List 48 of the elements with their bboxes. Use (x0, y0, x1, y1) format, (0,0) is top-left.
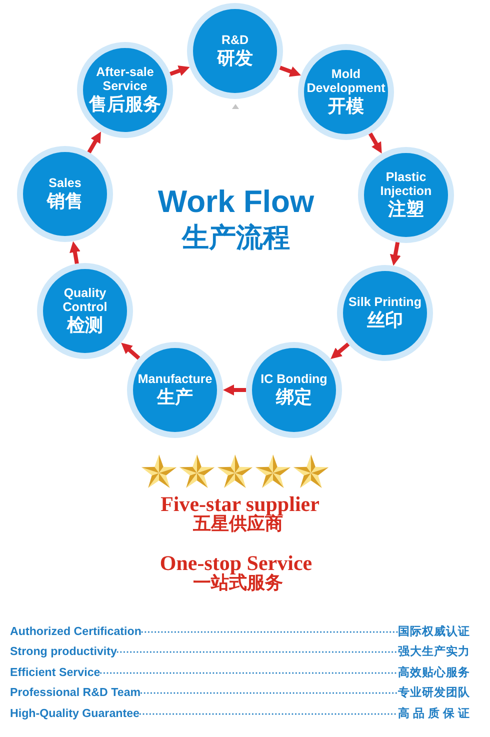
feature-name: Authorized Certification (10, 625, 142, 639)
arrow (279, 66, 302, 78)
feature-name-chinese: 高品质保证 (398, 707, 473, 721)
step-name: Sales (48, 176, 82, 190)
step-name-chinese: 注塑 (388, 198, 424, 220)
arrow (368, 132, 384, 154)
arrow (87, 130, 103, 154)
feature-name: Efficient Service (10, 666, 100, 680)
dotted-line (116, 651, 399, 653)
step-name-chinese: 生产 (157, 386, 193, 408)
slogan-chinese: 一站式服务 (193, 572, 283, 594)
step-name-chinese: 开模 (328, 95, 364, 117)
slogan: One-stop Service (160, 550, 312, 575)
arrow (223, 384, 246, 396)
arrow (120, 341, 140, 360)
step-name-chinese: 销售 (47, 190, 83, 212)
slogan-chinese: 五星供应商 (193, 514, 283, 534)
step-name: IC Bonding (260, 372, 328, 386)
step-name-chinese: 研发 (217, 47, 253, 69)
feature-name: Professional R&D Team (10, 686, 141, 700)
step-name-chinese: 绑定 (276, 386, 312, 408)
arrow (170, 65, 190, 76)
dotted-line (140, 692, 399, 694)
title: Work Flow (158, 184, 314, 220)
heading-chinese: 生产流程 (182, 222, 290, 254)
arrow (70, 240, 80, 264)
step-name: Quality Control (62, 286, 108, 314)
step-name-chinese: 丝印 (367, 309, 403, 331)
step-name-chinese: 检测 (67, 314, 103, 336)
feature-name: High-Quality Guarantee (10, 707, 140, 721)
arrow (390, 242, 401, 266)
step-name: Silk Printing (348, 295, 422, 309)
dotted-line (140, 631, 399, 633)
step-name: Plastic Injection (379, 170, 433, 198)
step-name: Manufacture (138, 372, 212, 386)
dotted-line (99, 672, 399, 674)
step-name: R&D (221, 33, 249, 47)
feature-name-chinese: 国际权威认证 (398, 625, 470, 639)
feature-name-chinese: 专业研发团队 (398, 686, 470, 700)
step-name-chinese: 售后服务 (89, 93, 161, 115)
feature-name: Strong productivity (10, 645, 117, 659)
feature-name-chinese: 高效贴心服务 (398, 666, 470, 680)
dotted-line (138, 713, 399, 715)
step-name: Mold Development (306, 67, 386, 95)
feature-name-chinese: 强大生产实力 (398, 645, 470, 659)
slogan: Five-star supplier (160, 492, 320, 516)
arrow (329, 342, 350, 361)
step-name: After-sale Service (95, 65, 155, 93)
